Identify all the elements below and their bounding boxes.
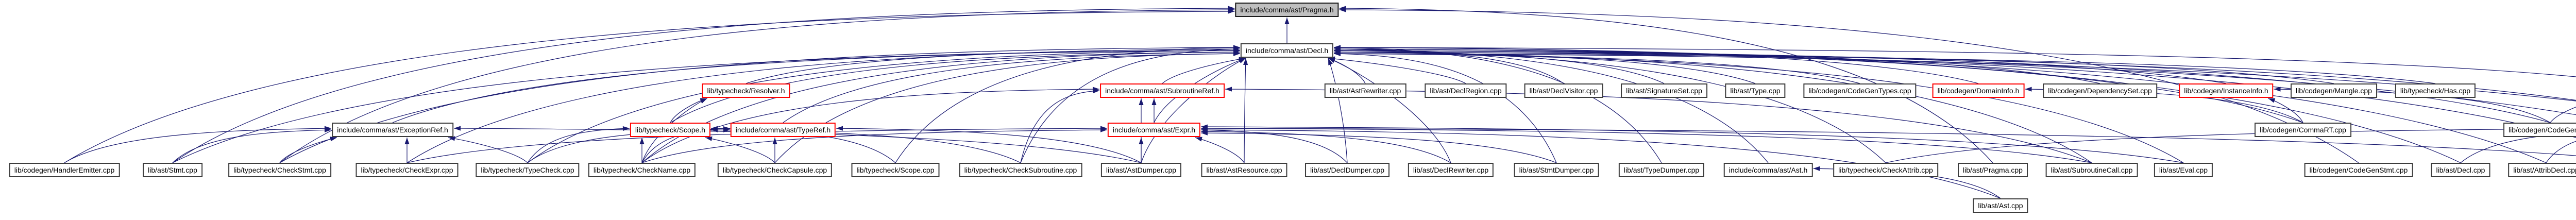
subroutineref-h-node[interactable]: include/comma/ast/SubroutineRef.h: [1100, 83, 1225, 98]
declregion-cpp-node[interactable]: lib/ast/DeclRegion.cpp: [1425, 83, 1507, 98]
eval-cpp-node[interactable]: lib/ast/Eval.cpp: [2154, 163, 2213, 177]
expr-h-node[interactable]: include/comma/ast/Expr.h: [1107, 123, 1201, 137]
subroutinecall-cpp-node[interactable]: lib/ast/SubroutineCall.cpp: [2045, 163, 2138, 177]
signatureset-cpp-node[interactable]: lib/ast/SignatureSet.cpp: [1621, 83, 1707, 98]
typedumper-cpp-node[interactable]: lib/ast/TypeDumper.cpp: [1618, 163, 1705, 177]
checkcapsule-cpp-node[interactable]: lib/typecheck/CheckCapsule.cpp: [717, 163, 833, 177]
ast-cpp-node[interactable]: lib/ast/Ast.cpp: [1973, 198, 2028, 213]
exceptionref-h-node[interactable]: include/comma/ast/ExceptionRef.h: [332, 123, 453, 137]
astresource-cpp-node[interactable]: lib/ast/AstResource.cpp: [1201, 163, 1287, 177]
declvisitor-cpp-node[interactable]: lib/ast/DeclVisitor.cpp: [1524, 83, 1603, 98]
ast-h-node[interactable]: include/comma/ast/Ast.h: [1723, 163, 1813, 177]
decldumper-cpp-node[interactable]: lib/ast/DeclDumper.cpp: [1305, 163, 1389, 177]
dependencyset-cpp-node[interactable]: lib/codegen/DependencySet.cpp: [2043, 83, 2157, 98]
resolver-h-node[interactable]: lib/typecheck/Resolver.h: [702, 83, 790, 98]
type-cpp-node[interactable]: lib/ast/Type.cpp: [1725, 83, 1786, 98]
attribdecl-cpp-node[interactable]: lib/ast/AttribDecl.cpp: [2508, 163, 2576, 177]
handleremitter-cpp-node[interactable]: lib/codegen/HandlerEmitter.cpp: [9, 163, 120, 177]
astdumper-cpp-node[interactable]: lib/ast/AstDumper.cpp: [1100, 163, 1182, 177]
declrewriter-cpp-node[interactable]: lib/ast/DeclRewriter.cpp: [1408, 163, 1494, 177]
checkname-cpp-node[interactable]: lib/typecheck/CheckName.cpp: [588, 163, 696, 177]
pragma-cpp-node[interactable]: lib/ast/Pragma.cpp: [1958, 163, 2028, 177]
checkstmt-cpp-node[interactable]: lib/typecheck/CheckStmt.cpp: [228, 163, 331, 177]
decl-cpp-node[interactable]: lib/ast/Decl.cpp: [2431, 163, 2490, 177]
decl-h-node[interactable]: include/comma/ast/Decl.h: [1240, 43, 1334, 58]
codegenstmt-cpp-node[interactable]: lib/codegen/CodeGenStmt.cpp: [2304, 163, 2413, 177]
codegen-cpp-node[interactable]: lib/codegen/CodeGen.cpp: [2503, 123, 2576, 137]
pragma-h-node[interactable]: include/comma/ast/Pragma.h: [1235, 3, 1339, 17]
typeref-h-node[interactable]: include/comma/ast/TypeRef.h: [730, 123, 836, 137]
checkattrib-cpp-node[interactable]: lib/typecheck/CheckAttrib.cpp: [1833, 163, 1938, 177]
scope-cpp-node[interactable]: lib/typecheck/Scope.cpp: [851, 163, 940, 177]
astrewriter-cpp-node[interactable]: lib/ast/AstRewriter.cpp: [1324, 83, 1406, 98]
domaininfo-h-node[interactable]: lib/codegen/DomainInfo.h: [1932, 83, 2025, 98]
typecheck-cpp-node[interactable]: lib/typecheck/TypeCheck.cpp: [476, 163, 580, 177]
checksubroutine-cpp-node[interactable]: lib/typecheck/CheckSubroutine.cpp: [959, 163, 1082, 177]
stmt-cpp-node[interactable]: lib/ast/Stmt.cpp: [143, 163, 202, 177]
checkexpr-cpp-node[interactable]: lib/typecheck/CheckExpr.cpp: [355, 163, 459, 177]
has-cpp-node[interactable]: lib/typecheck/Has.cpp: [2395, 83, 2476, 98]
mangle-cpp-node[interactable]: lib/codegen/Mangle.cpp: [2291, 83, 2377, 98]
codegentypes-cpp-node[interactable]: lib/codegen/CodeGenTypes.cpp: [1803, 83, 1917, 98]
scope-h-node[interactable]: lib/typecheck/Scope.h: [630, 123, 711, 137]
instanceinfo-h-node[interactable]: lib/codegen/InstanceInfo.h: [2179, 83, 2274, 98]
commart-cpp-node[interactable]: lib/codegen/CommaRT.cpp: [2255, 123, 2351, 137]
stmtdumper-cpp-node[interactable]: lib/ast/StmtDumper.cpp: [1514, 163, 1599, 177]
